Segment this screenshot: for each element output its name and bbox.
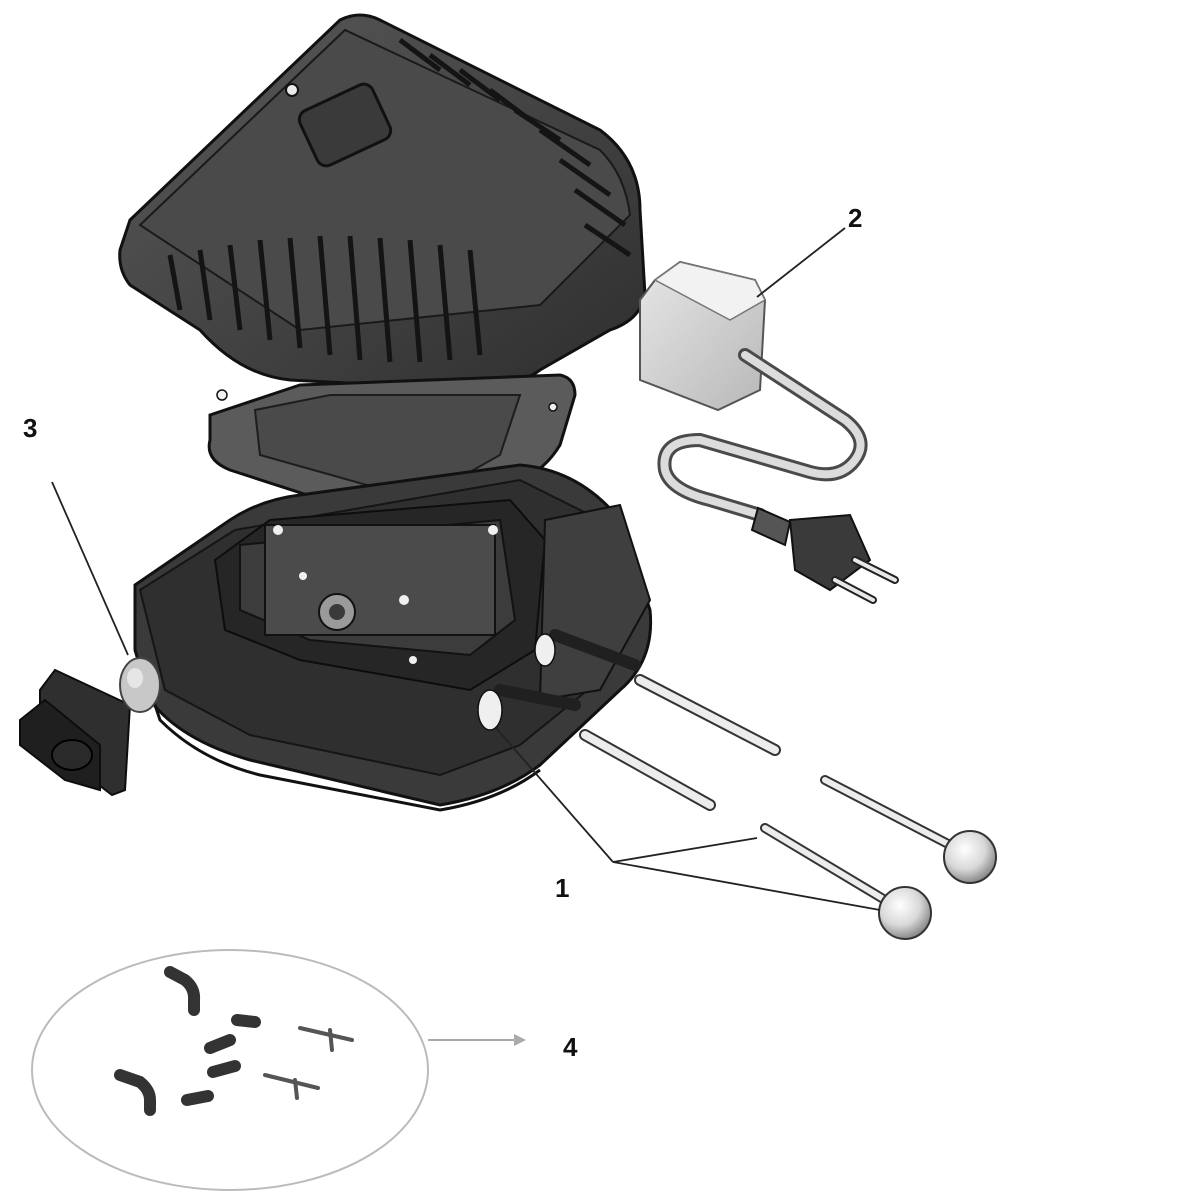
power-adapter xyxy=(639,260,767,412)
pump-lid xyxy=(118,13,647,392)
air-tubes xyxy=(579,674,781,811)
membrane-disc xyxy=(119,657,161,713)
callout-3: 3 xyxy=(23,413,38,443)
power-cord-inner xyxy=(660,351,865,519)
callout-2: 2 xyxy=(848,203,863,233)
lid-ribs xyxy=(167,38,632,363)
callout-1: 1 xyxy=(555,873,570,903)
airstone-rods xyxy=(760,775,955,905)
motor-block xyxy=(264,524,496,636)
airstone-ball-right xyxy=(943,830,997,884)
leader-lines xyxy=(51,227,881,911)
lid-screw xyxy=(285,83,299,97)
callout-4: 4 xyxy=(563,1032,578,1062)
pump-base-housing xyxy=(133,463,653,812)
accessory-kit-parts xyxy=(114,966,354,1116)
membrane-cover xyxy=(19,668,132,797)
mains-plug xyxy=(750,506,899,604)
airstone-ball-left xyxy=(878,886,932,940)
kit-arrow xyxy=(428,1034,526,1046)
brand-logo-plate xyxy=(297,82,393,168)
accessory-kit-outline xyxy=(31,949,429,1191)
